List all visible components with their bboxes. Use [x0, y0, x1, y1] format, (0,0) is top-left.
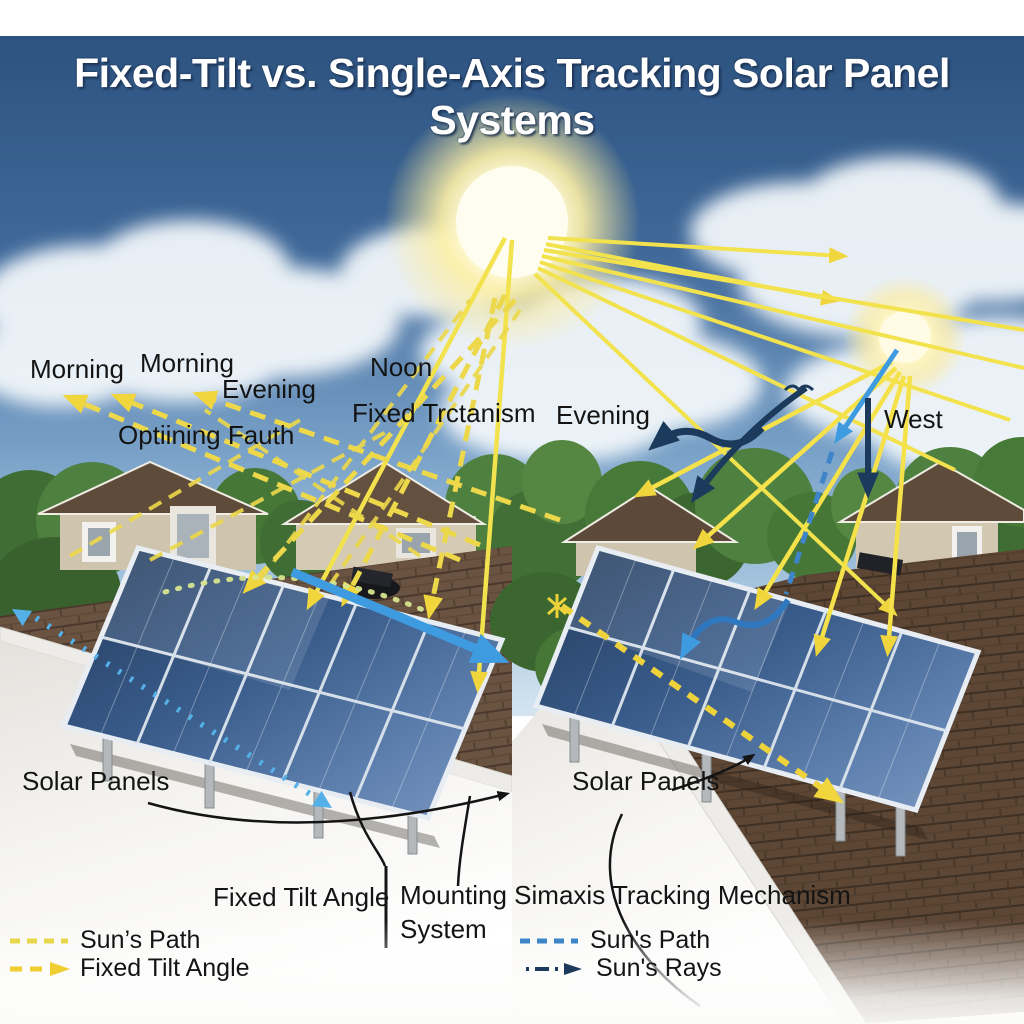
sun-rays-left	[306, 236, 1024, 694]
mounting-posts-left	[102, 736, 418, 855]
panel-grid-right	[566, 568, 948, 790]
roof-vent-right	[856, 552, 904, 576]
label-mounting-line1: Mounting Simaxis Tracking Mechanism	[400, 880, 851, 910]
label-evening-right: Evening	[556, 400, 650, 430]
label-morning-inner: Morning	[140, 348, 234, 378]
label-mounting-line2: System	[400, 914, 487, 944]
label-evening-left: Evening	[222, 374, 316, 404]
label-west: West	[884, 404, 943, 434]
panel-arc-dotted	[162, 574, 431, 615]
label-fixed-mechanism: Fixed Trctanism	[352, 398, 536, 428]
legend-left-suns-path: Sun’s Path	[8, 926, 200, 955]
legend-left-suns-path-label: Sun’s Path	[80, 926, 201, 954]
label-solar-panels-left: Solar Panels	[22, 766, 170, 796]
roof-path-arrow-blue	[12, 609, 332, 808]
legend-left-fixed-tilt: Fixed Tilt Angle	[8, 954, 250, 983]
house-left	[37, 460, 269, 570]
legend-right-suns-path-label: Sun's Path	[590, 926, 711, 954]
legend-right-suns-rays: Sun's Rays	[524, 954, 722, 983]
sun-rays-navy	[648, 384, 880, 504]
solar-array-tracking	[532, 544, 982, 857]
sun-path-right-blue	[680, 348, 900, 660]
sun-path-dashed-left	[62, 293, 561, 620]
label-solar-panels-right: Solar Panels	[572, 766, 720, 796]
solar-array-fixed	[60, 545, 506, 855]
yellow-dashed-line-icon	[10, 938, 68, 943]
label-fixed-tilt-angle: Fixed Tilt Angle	[213, 882, 390, 912]
fixed-tilt-arrow-blue	[290, 567, 510, 663]
panel-grid-left	[100, 565, 466, 801]
roof-path-arrow-yellow	[547, 594, 844, 804]
navy-dash-arrow-icon	[526, 962, 582, 975]
bottom-fade	[0, 920, 1024, 1024]
yellow-dashed-arrow-icon	[10, 961, 70, 976]
diagram-title: Fixed-Tilt vs. Single-Axis Tracking Sola…	[74, 50, 950, 143]
legend-left-fixed-tilt-label: Fixed Tilt Angle	[80, 954, 250, 982]
label-optimal-angle: Optiining Fauth	[118, 420, 295, 450]
sun-rays-right	[633, 360, 913, 658]
label-morning-outer: Morning	[30, 354, 124, 384]
blue-dashed-line-icon	[520, 938, 578, 943]
label-noon: Noon	[370, 352, 433, 382]
bird	[783, 384, 815, 393]
legend-right-suns-rays-label: Sun's Rays	[596, 954, 722, 982]
legend-right-suns-path: Sun's Path	[518, 926, 710, 955]
